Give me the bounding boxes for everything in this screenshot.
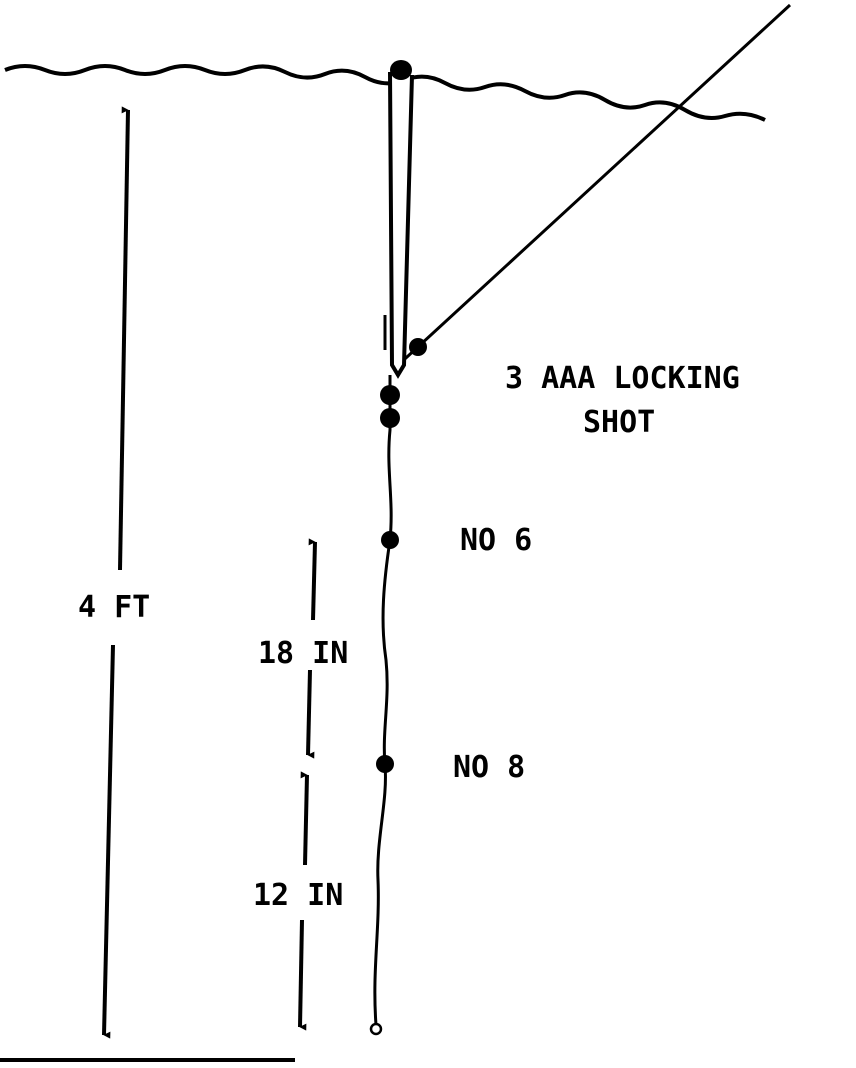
upper-spacing-arrow-up xyxy=(308,538,317,621)
shot-no6 xyxy=(381,531,399,549)
upper-spacing-label: 18 IN xyxy=(258,636,348,671)
lower-spacing-label: 12 IN xyxy=(253,878,343,913)
locking-shot xyxy=(409,338,427,356)
depth-arrow-up xyxy=(118,106,130,571)
lower-spacing-arrow-up xyxy=(300,771,309,866)
float xyxy=(383,60,414,379)
shot-no6-label: NO 6 xyxy=(460,523,532,558)
upper-spacing-arrow-down xyxy=(306,669,315,759)
shot-no8 xyxy=(376,755,394,773)
hook-icon xyxy=(369,1022,383,1036)
shot-no8-label: NO 8 xyxy=(453,750,525,785)
fishing-line-to-rod xyxy=(393,3,792,370)
hook-line xyxy=(373,375,393,1026)
locking-shot-label: 3 AAA LOCKING xyxy=(505,361,740,396)
locking-shot-label-line2: SHOT xyxy=(583,405,655,440)
depth-total-label: 4 FT xyxy=(78,590,150,625)
lower-spacing-arrow-down xyxy=(298,919,307,1031)
depth-arrow-down xyxy=(102,644,115,1039)
water-surface xyxy=(4,64,766,122)
